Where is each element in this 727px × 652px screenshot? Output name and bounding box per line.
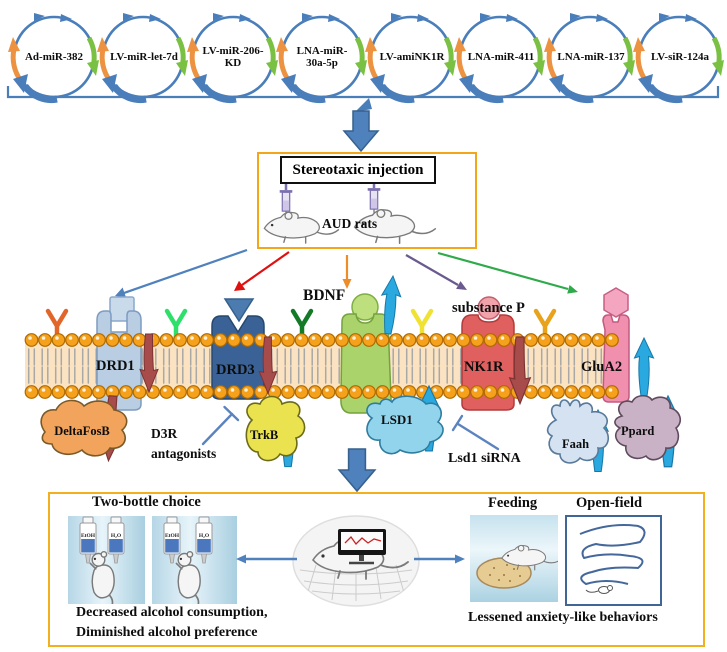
d3r-antagonists-label-line1: D3R	[151, 426, 178, 441]
glua2-label: GluA2	[581, 359, 623, 375]
stereotaxic-injection-box	[257, 152, 477, 249]
etoh-bottle-icon	[163, 516, 181, 564]
open-field-track	[579, 524, 646, 594]
two-bottle-scene-1	[79, 516, 125, 604]
plasmid-label: LNA-miR-30a-5p	[296, 44, 348, 69]
rat-icon	[89, 550, 115, 604]
alcohol-outcome-line1: Decreased alcohol consumption,	[76, 605, 268, 620]
anxiety-outcome-label: Lessened anxiety-like behaviors	[468, 610, 658, 625]
plasmid-label: LNA-miR-411	[467, 50, 535, 63]
stereotaxic-injection-title: Stereotaxic injection	[280, 156, 436, 184]
bottle-label: EtOH	[81, 533, 96, 539]
plasmid-ring	[544, 13, 635, 104]
drd1-label: DRD1	[96, 358, 135, 374]
bottle-label: EtOH	[165, 533, 180, 539]
central-rat-scene	[292, 515, 420, 607]
drd3-receptor	[211, 298, 265, 400]
substance-p-label: substance P	[452, 300, 525, 316]
ppard-label: Ppard	[621, 424, 655, 438]
lsd1-blob	[366, 395, 444, 455]
flow-arrow-top	[343, 110, 379, 152]
d3r-antagonists-label-line2: antagonists	[151, 446, 217, 461]
faah-label: Faah	[562, 437, 590, 451]
plasmid-label: LV-siR-124a	[650, 50, 710, 63]
bdnf-ligand-icon	[351, 293, 379, 321]
plasmid-vector-row	[8, 13, 724, 104]
cell-membrane	[24, 287, 630, 414]
rat-icon	[175, 550, 201, 604]
plasmid-label: LNA-miR-137	[557, 50, 625, 63]
faah-blob	[546, 399, 610, 464]
plasmid-ring	[187, 13, 278, 104]
flow-arrow-mid	[338, 448, 376, 492]
nk1r-label: NK1R	[464, 359, 504, 375]
locomotion-path-icon	[579, 524, 646, 585]
plasmid-label: LV-amiNK1R	[379, 50, 445, 63]
collector-arrowhead	[355, 98, 372, 112]
deltafosb-label: DeltaFosB	[54, 424, 110, 438]
alcohol-outcome-line2: Diminished alcohol preference	[76, 625, 258, 640]
lsd1-sirna-label: Lsd1 siRNA	[448, 451, 521, 466]
bdnf-label: BDNF	[303, 287, 346, 304]
plasmid-ring	[276, 13, 367, 104]
vector-collector-bracket	[6, 86, 720, 99]
h2o-bottle-icon	[107, 516, 125, 564]
behavior-scene: EtOH H₂O EtOH H₂O	[79, 515, 646, 607]
plasmid-ring	[8, 13, 99, 104]
feeding-title: Feeding	[488, 495, 538, 511]
lsd1-label: LSD1	[381, 412, 413, 427]
vector-fan-arrows	[115, 248, 578, 298]
glua2-ligand-icon	[603, 287, 629, 318]
two-bottle-choice-title: Two-bottle choice	[92, 494, 201, 510]
inhibition-lines	[201, 405, 500, 451]
aud-rats-label: AUD rats	[322, 216, 378, 231]
plasmid-label: LV-miR-206-KD	[202, 44, 264, 69]
drd3-ligand-icon	[223, 298, 255, 323]
trkb-label: TrkB	[250, 428, 279, 442]
lipid-heads	[24, 333, 619, 399]
drd3-label: DRD3	[216, 362, 255, 378]
open-field-title: Open-field	[576, 495, 643, 511]
h2o-bottle-icon	[195, 516, 213, 564]
behavior-outcome-box	[48, 492, 705, 647]
bottle-label: H₂O	[111, 533, 122, 539]
trkb-blob	[245, 395, 306, 462]
open-field-panel	[565, 515, 662, 606]
two-bottle-scene-2	[163, 516, 213, 604]
plasmid-label: LV-miR-let-7d	[110, 50, 178, 63]
deltafosb-blob	[40, 399, 128, 457]
up-arrow-glua2	[634, 337, 654, 397]
feeding-scene	[476, 544, 558, 589]
bottle-label: H₂O	[199, 533, 210, 539]
substance-p-ligand-icon	[477, 296, 501, 320]
plasmid-label: Ad-miR-382	[24, 50, 84, 63]
ppard-blob	[614, 394, 682, 461]
intracellular-proteins	[40, 394, 682, 464]
injection-scene	[263, 175, 437, 245]
